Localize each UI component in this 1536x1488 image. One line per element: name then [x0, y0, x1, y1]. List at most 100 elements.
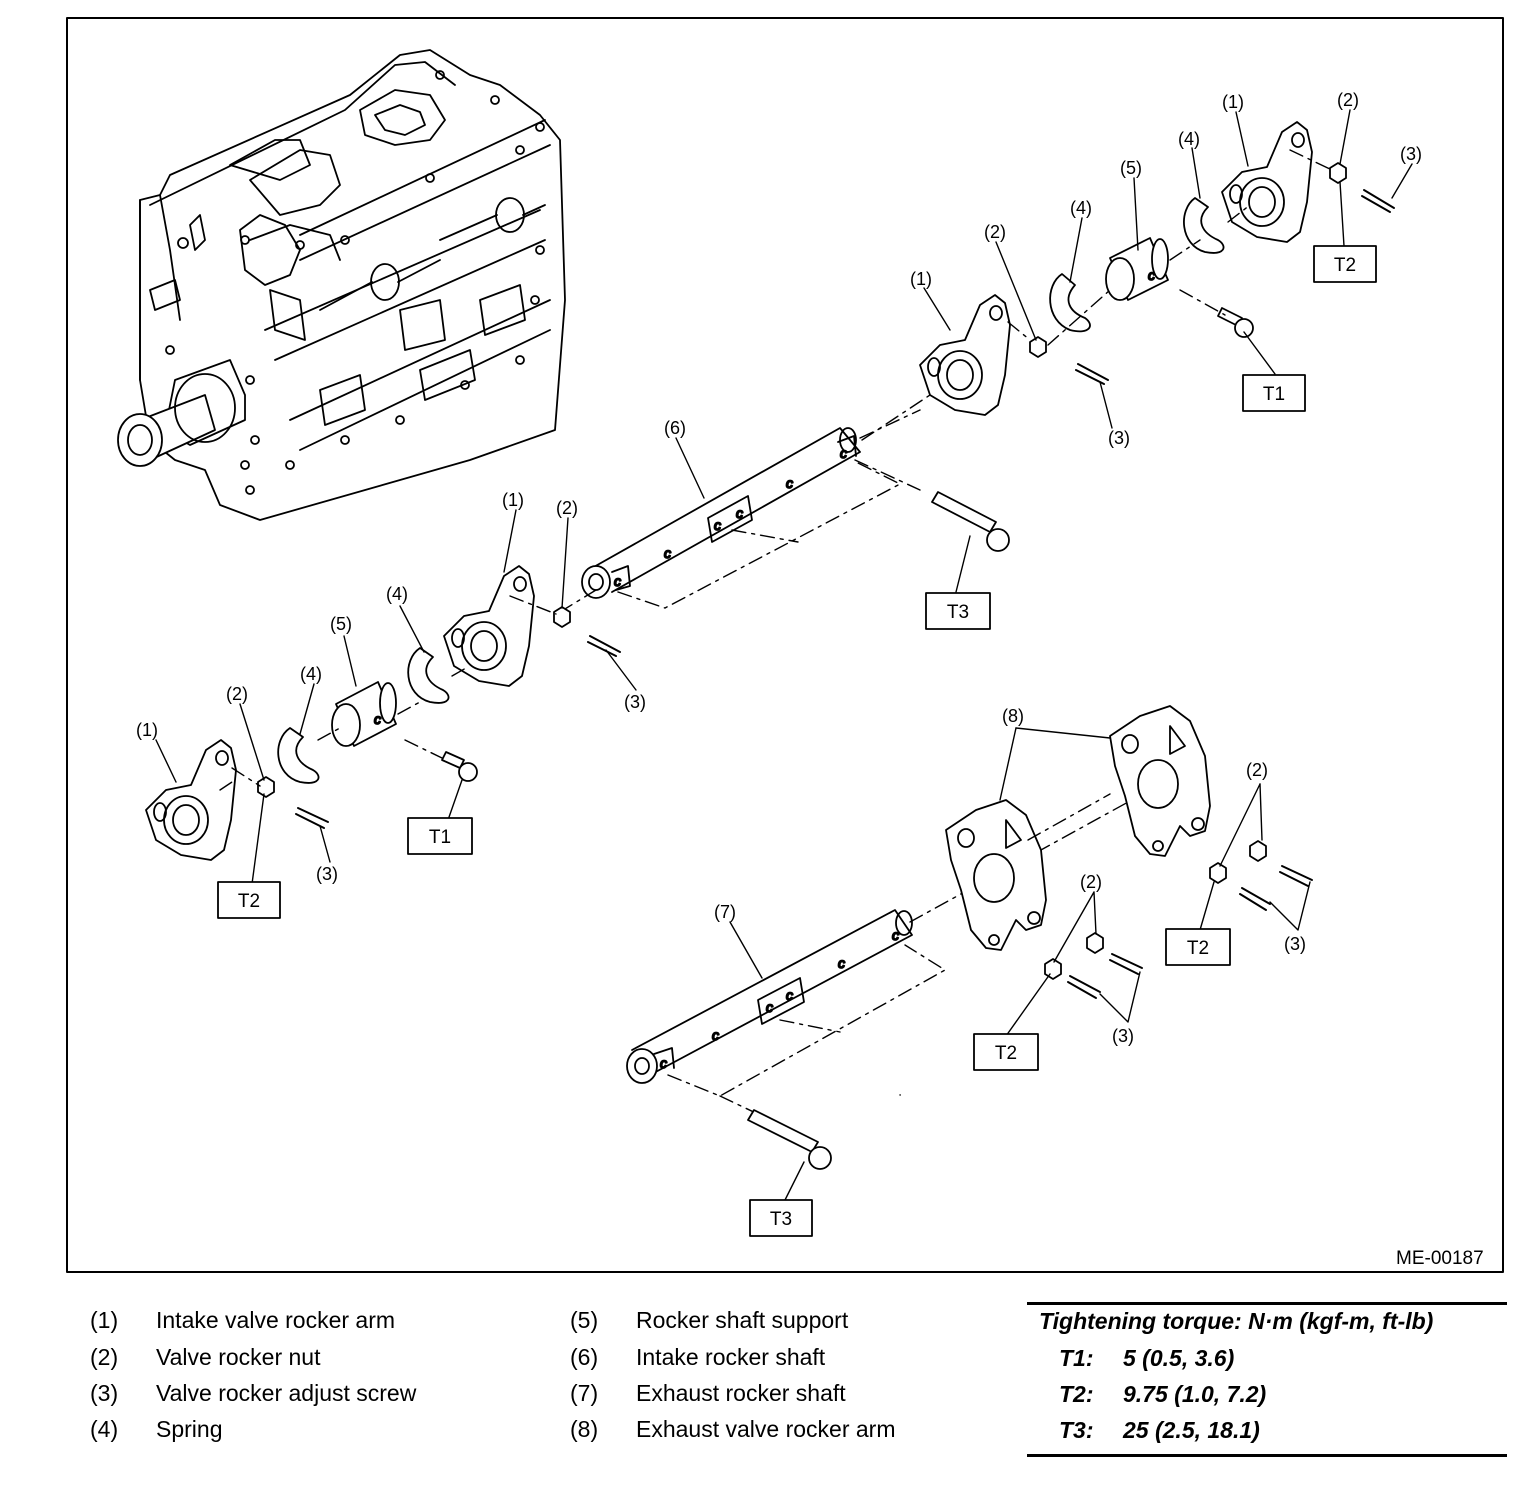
- legend-text: Spring: [156, 1416, 223, 1442]
- torque-key: T1:: [1059, 1345, 1094, 1371]
- torque-box-t1: T1: [407, 817, 473, 855]
- shaft-mark: c: [766, 999, 773, 1015]
- callout-3: (3): [1108, 428, 1130, 448]
- parts-legend: (1) Intake valve rocker arm (2) Valve ro…: [0, 1300, 1536, 1488]
- leader-lines: [155, 109, 1413, 1203]
- torque-box-t2: T2: [973, 1033, 1039, 1071]
- shaft-mark: c: [840, 445, 847, 461]
- shaft-mark: c: [786, 987, 793, 1003]
- shaft-mark: c: [786, 475, 793, 491]
- legend-number: (2): [90, 1344, 119, 1370]
- shaft-mark: c: [1148, 267, 1155, 283]
- callout-2: (2): [556, 498, 578, 518]
- callout-5: (5): [1120, 158, 1142, 178]
- legend-number: (7): [570, 1380, 599, 1406]
- legend-number: (1): [90, 1307, 119, 1333]
- legend-number: (4): [90, 1416, 119, 1442]
- shaft-mark: c: [736, 505, 743, 521]
- intake-valve-rocker-arm: [145, 739, 237, 861]
- callout-2: (2): [984, 222, 1006, 242]
- torque-box-t3: T3: [749, 1199, 813, 1237]
- shaft-mark: c: [614, 573, 621, 589]
- torque-table: Tightening torque: N·m (kgf-m, ft-lb) T1…: [1027, 1302, 1507, 1457]
- legend-number: (8): [570, 1416, 599, 1442]
- figure-code: ME-00187: [1396, 1248, 1484, 1269]
- exhaust-valve-rocker-arm: [945, 799, 1047, 951]
- legend-text: Valve rocker nut: [156, 1344, 321, 1370]
- legend-number: (6): [570, 1344, 599, 1370]
- shaft-mark: c: [838, 955, 845, 971]
- shaft-mark: c: [660, 1055, 667, 1071]
- legend-text: Intake valve rocker arm: [156, 1307, 396, 1333]
- intake-shaft-guide-lines: [559, 409, 921, 613]
- torque-box-t2: T2: [1165, 928, 1231, 966]
- callout-labels: (1) (2) (3) (4) (5) (4) (2) (1) (3) (6) …: [136, 90, 1422, 1046]
- intake-valve-rocker-arm: [443, 565, 535, 687]
- svg-text:T1: T1: [429, 827, 451, 848]
- svg-text:T1: T1: [1263, 384, 1285, 405]
- valve-rocker-nut: [257, 162, 1347, 980]
- torque-value: 9.75 (1.0, 7.2): [1123, 1381, 1267, 1407]
- legend-number: (5): [570, 1307, 599, 1333]
- shaft-mark: c: [714, 517, 721, 533]
- callout-6: (6): [664, 418, 686, 438]
- callout-1: (1): [136, 720, 158, 740]
- callout-4: (4): [300, 664, 322, 684]
- callout-3: (3): [316, 864, 338, 884]
- assembly-centerlines: [219, 149, 1333, 1096]
- torque-value: 25 (2.5, 18.1): [1123, 1417, 1260, 1443]
- callout-4: (4): [386, 584, 408, 604]
- callout-1: (1): [502, 490, 524, 510]
- callout-4: (4): [1070, 198, 1092, 218]
- callout-3: (3): [1112, 1026, 1134, 1046]
- callout-1: (1): [1222, 92, 1244, 112]
- legend-text: Exhaust valve rocker arm: [636, 1416, 896, 1442]
- svg-text:T3: T3: [770, 1209, 792, 1230]
- callout-1: (1): [910, 269, 932, 289]
- exhaust-rocker-shaft: c c c c c c: [626, 909, 913, 1084]
- torque-table-title: Tightening torque: N·m (kgf-m, ft-lb): [1039, 1308, 1434, 1334]
- svg-text:T2: T2: [1187, 938, 1209, 959]
- rocker-shaft-support: c c: [331, 237, 1169, 747]
- callout-2: (2): [226, 684, 248, 704]
- cylinder-head-illustration: [117, 49, 566, 521]
- valve-rocker-adjust-screw: [295, 189, 1395, 999]
- torque-value: 5 (0.5, 3.6): [1123, 1345, 1235, 1371]
- svg-text:T2: T2: [1334, 255, 1356, 276]
- bolt: [441, 307, 1254, 1170]
- callout-8: (8): [1002, 706, 1024, 726]
- torque-box-t1: T1: [1242, 374, 1306, 412]
- callout-5: (5): [330, 614, 352, 634]
- shaft-mark: c: [892, 927, 899, 943]
- intake-rocker-shaft: c c c c c c: [581, 427, 861, 599]
- diagram-frame: [66, 17, 1504, 1273]
- torque-key: T3:: [1059, 1417, 1094, 1443]
- svg-text:T3: T3: [947, 602, 969, 623]
- callout-3: (3): [1400, 144, 1422, 164]
- callout-3: (3): [624, 692, 646, 712]
- torque-box-t2: T2: [217, 881, 281, 919]
- callout-2: (2): [1246, 760, 1268, 780]
- svg-text:T2: T2: [238, 891, 260, 912]
- exhaust-shaft-guide-lines: [667, 789, 1151, 1116]
- intake-valve-rocker-arm: [1221, 121, 1313, 243]
- legend-text: Exhaust rocker shaft: [636, 1380, 846, 1406]
- legend-number: (3): [90, 1380, 119, 1406]
- exhaust-valve-rocker-arm: [1109, 705, 1211, 857]
- callout-7: (7): [714, 902, 736, 922]
- exploded-diagram: c c c c c c c c c c c c: [66, 17, 1504, 1273]
- shaft-mark: c: [664, 545, 671, 561]
- svg-text:T2: T2: [995, 1043, 1017, 1064]
- intake-valve-rocker-arm: [919, 294, 1011, 416]
- torque-key: T2:: [1059, 1381, 1094, 1407]
- callout-3: (3): [1284, 934, 1306, 954]
- shaft-mark: c: [374, 711, 381, 727]
- legend-text: Rocker shaft support: [636, 1307, 849, 1333]
- torque-box-t2: T2: [1313, 245, 1377, 283]
- callout-2: (2): [1080, 872, 1102, 892]
- callout-2: (2): [1337, 90, 1359, 110]
- legend-text: Valve rocker adjust screw: [156, 1380, 417, 1406]
- legend-text: Intake rocker shaft: [636, 1344, 826, 1370]
- callout-4: (4): [1178, 129, 1200, 149]
- torque-box-t3: T3: [925, 592, 991, 630]
